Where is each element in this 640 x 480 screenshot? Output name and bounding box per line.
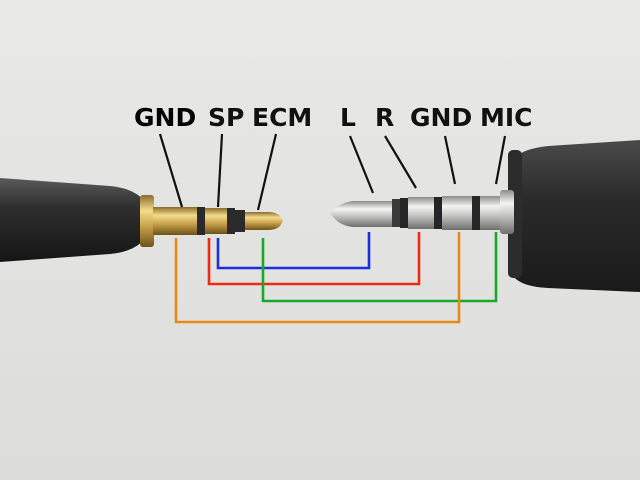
label-mic: MIC [480,103,533,132]
label-r: R [375,103,395,132]
right-tip-l [330,201,392,227]
right-socket-body [510,140,640,292]
pointer-r [384,135,417,189]
pointer-lines [158,133,507,211]
right-plug [330,140,640,292]
right-plug-collar [500,190,514,234]
right-insulator-1 [472,196,480,230]
pointer-l [348,135,375,194]
label-gnd-left: GND [134,103,197,132]
label-sp: SP [208,103,245,132]
left-plug-collar [140,195,154,247]
wires [174,232,498,324]
wire-sp-to-r [207,232,421,286]
left-cable [0,178,150,262]
left-plug [0,178,283,262]
right-ring-r [408,197,434,229]
right-insulator-3 [400,198,408,228]
label-l: L [340,103,356,132]
right-insulator-4 [392,199,400,227]
right-ring-gnd [442,196,472,230]
pointer-sp [216,133,224,208]
label-ecm: ECM [252,103,313,132]
pointer-gnd-right [443,135,457,185]
wire-sp-to-l [216,232,371,270]
left-ring-insulator-2 [227,208,235,234]
right-sleeve-mic [480,196,500,230]
left-ring-sp [205,208,227,234]
wire-gnd-to-gnd [174,232,461,324]
label-gnd-right: GND [410,103,473,132]
pointer-mic [494,135,507,185]
left-ring-insulator-1 [197,207,205,235]
left-tip-ecm [245,212,283,230]
pointer-ecm [256,133,278,211]
right-socket-face [508,150,522,278]
wire-ecm-to-mic [261,232,498,303]
left-sleeve-gnd [153,207,197,235]
pointer-gnd-left [158,133,184,208]
right-insulator-2 [434,197,442,229]
left-ring-insulator-3 [235,210,245,232]
